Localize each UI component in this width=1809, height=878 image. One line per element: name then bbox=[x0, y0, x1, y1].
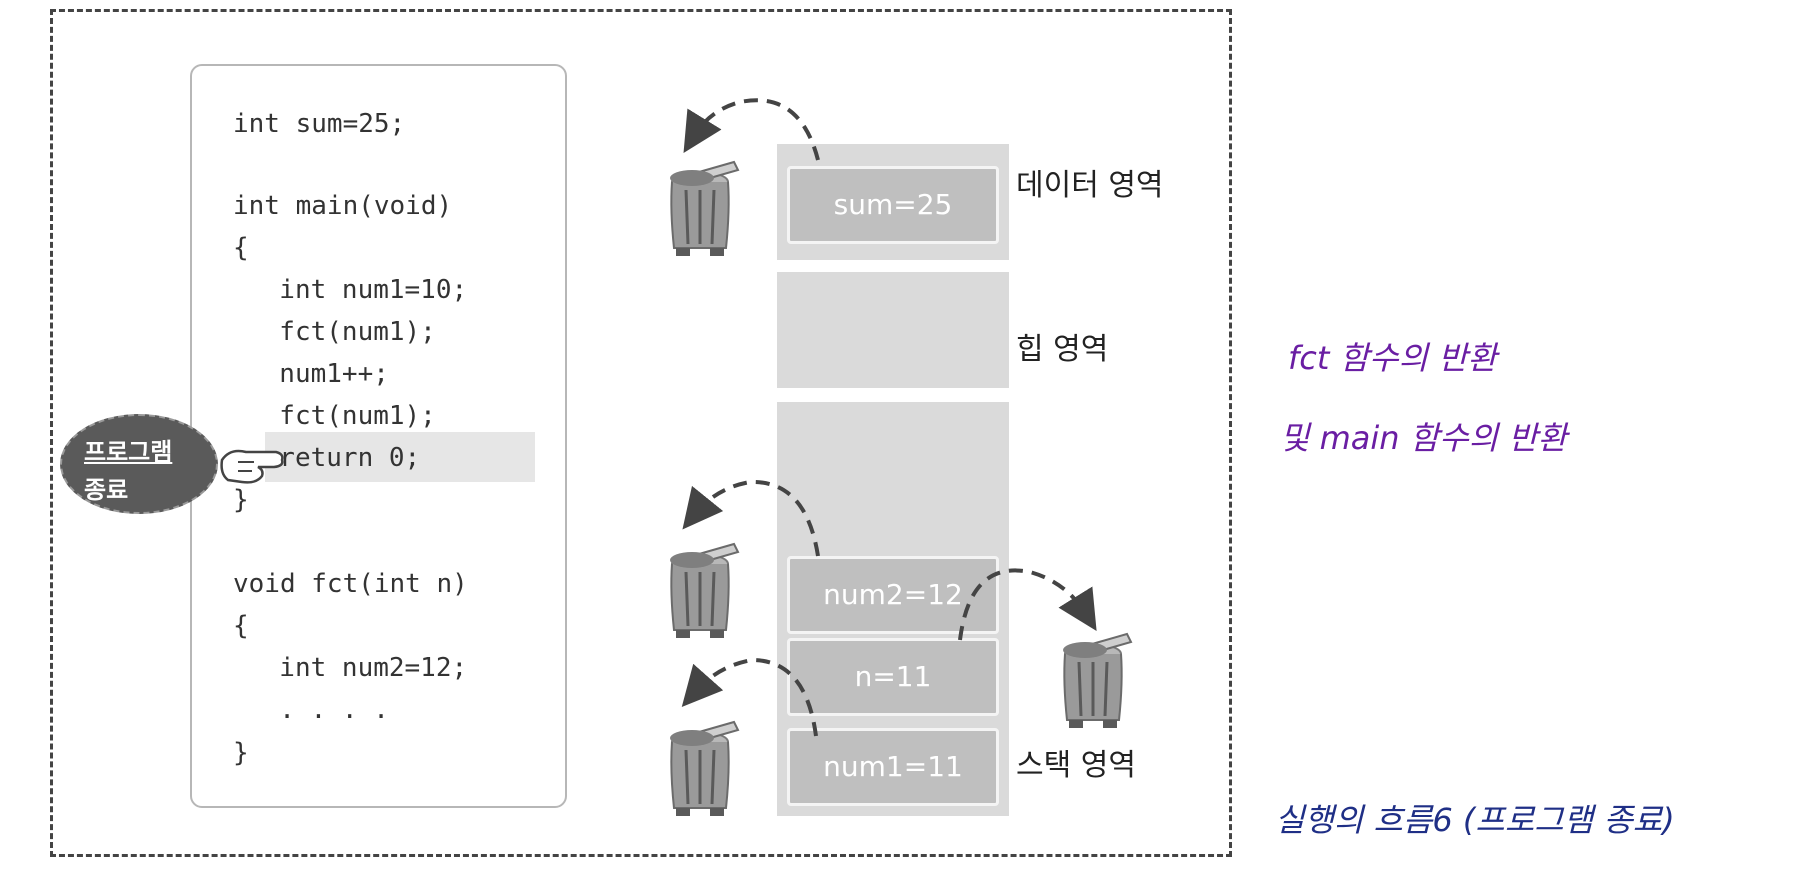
code-line: int sum=25; bbox=[233, 109, 406, 139]
code-line: } bbox=[233, 738, 249, 768]
code-line: fct(num1); bbox=[248, 401, 436, 431]
n-cell-label: n=11 bbox=[854, 660, 932, 693]
arrow-sum-to-trash bbox=[683, 98, 820, 161]
badge-label-line1: 프로그램 bbox=[84, 438, 173, 466]
sum-cell: sum=25 bbox=[787, 166, 999, 244]
n-cell: n=11 bbox=[787, 638, 999, 716]
code-line: int num1=10; bbox=[248, 275, 468, 305]
num1-cell-label: num1=11 bbox=[823, 750, 963, 783]
code-line: return 0; bbox=[248, 443, 421, 473]
note-line1: fct 함수의 반환 bbox=[1288, 339, 1497, 377]
stack-region-label: 스택 영역 bbox=[1016, 748, 1136, 783]
code-line: int num2=12; bbox=[248, 653, 468, 683]
code-line: { bbox=[233, 233, 249, 263]
caption: 실행의 흐름6 (프로그램 종료) bbox=[1275, 801, 1675, 839]
trashcan-icon bbox=[668, 720, 740, 818]
sum-cell-label: sum=25 bbox=[833, 188, 953, 221]
arrow-n-to-trash bbox=[958, 568, 1097, 641]
trashcan-icon bbox=[668, 542, 740, 640]
pointing-hand-icon bbox=[220, 449, 284, 484]
heap-region-label: 힙 영역 bbox=[1016, 332, 1109, 367]
code-line: int main(void) bbox=[233, 191, 453, 221]
current-line-highlight bbox=[265, 432, 535, 482]
num2-cell: num2=12 bbox=[787, 556, 999, 634]
program-end-badge bbox=[60, 414, 218, 514]
trashcan-icon bbox=[1061, 632, 1133, 730]
data-region-label: 데이터 영역 bbox=[1016, 168, 1164, 203]
code-line: void fct(int n) bbox=[233, 569, 468, 599]
note-line2: 및 main 함수의 반환 bbox=[1280, 419, 1568, 457]
heap-region-block bbox=[777, 272, 1009, 388]
code-line: fct(num1); bbox=[248, 317, 436, 347]
arrow-num2-to-trash bbox=[682, 479, 820, 557]
code-line: num1++; bbox=[248, 359, 389, 389]
num2-cell-label: num2=12 bbox=[823, 578, 963, 611]
code-line: { bbox=[233, 611, 249, 641]
trashcan-icon bbox=[668, 160, 740, 258]
num1-cell: num1=11 bbox=[787, 728, 999, 806]
diagram-frame bbox=[50, 9, 1232, 857]
arrow-num1-to-trash bbox=[681, 657, 818, 737]
badge-label-line2: 종료 bbox=[84, 476, 129, 504]
code-line: } bbox=[233, 485, 249, 515]
code-line: . . . . bbox=[248, 695, 389, 725]
